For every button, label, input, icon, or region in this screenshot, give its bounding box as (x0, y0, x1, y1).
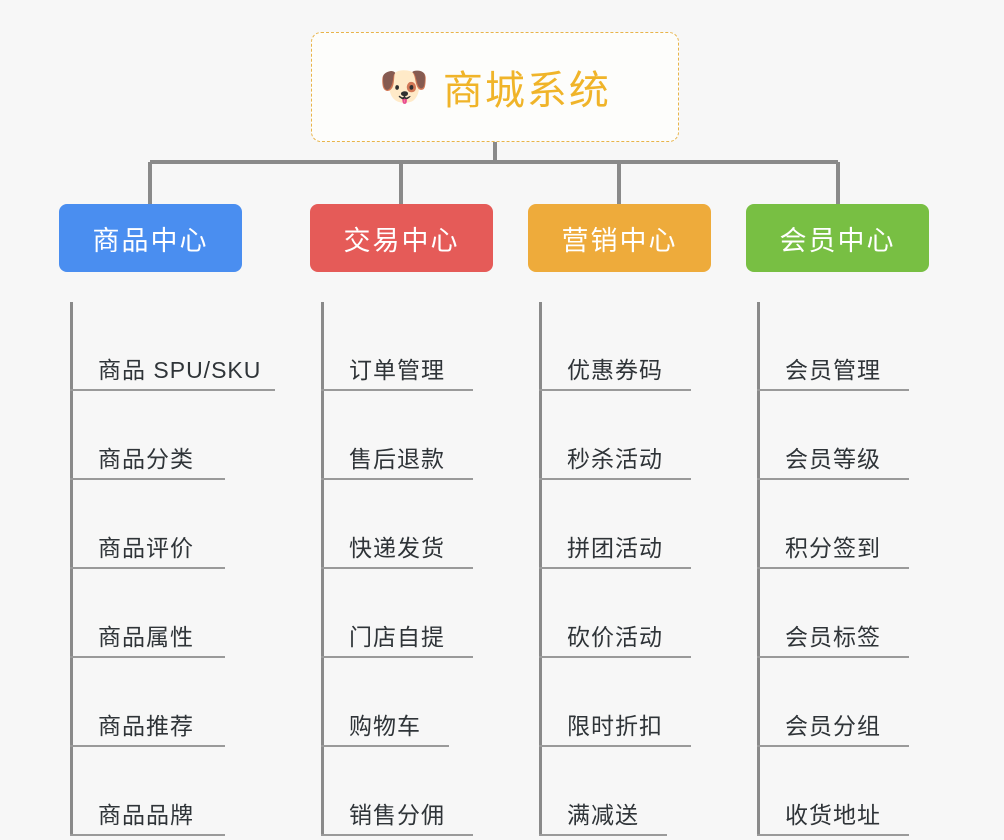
leaf-label: 会员分组 (785, 713, 881, 739)
leaf-underline (539, 389, 691, 391)
leaf-underline (539, 478, 691, 480)
branch-marketing-center: 营销中心 优惠券码 秒杀活动 拼团活动 砍价活动 限时折扣 (528, 204, 711, 836)
leaf-label: 限时折扣 (567, 713, 663, 739)
leaf-item[interactable]: 优惠券码 (528, 302, 711, 391)
leaf-item[interactable]: 限时折扣 (528, 658, 711, 747)
leaf-item[interactable]: 商品分类 (59, 391, 242, 480)
leaf-item[interactable]: 商品属性 (59, 569, 242, 658)
leaf-item[interactable]: 购物车 (310, 658, 493, 747)
branch-product-center: 商品中心 商品 SPU/SKU 商品分类 商品评价 商品属性 商品推荐 (59, 204, 275, 836)
leaf-label: 商品品牌 (98, 802, 194, 828)
leaf-underline (321, 389, 473, 391)
leaf-item[interactable]: 商品推荐 (59, 658, 242, 747)
leaf-label: 积分签到 (785, 535, 881, 561)
leaf-item[interactable]: 销售分佣 (310, 747, 493, 836)
leaf-label: 售后退款 (349, 446, 445, 472)
leaf-label: 商品属性 (98, 624, 194, 650)
branch-header-marketing-center[interactable]: 营销中心 (528, 204, 711, 272)
leaf-item[interactable]: 秒杀活动 (528, 391, 711, 480)
leaf-underline (70, 567, 225, 569)
leaf-item[interactable]: 会员管理 (746, 302, 929, 391)
leaf-label: 订单管理 (349, 357, 445, 383)
leaf-underline (539, 834, 667, 836)
leaf-underline (70, 478, 225, 480)
leaf-item[interactable]: 砍价活动 (528, 569, 711, 658)
leaf-underline (321, 478, 473, 480)
leaf-label: 快递发货 (349, 535, 445, 561)
leaf-underline (70, 656, 225, 658)
root-title: 商城系统 (442, 69, 611, 113)
branch-header-label: 交易中心 (343, 225, 460, 256)
leaf-list-marketing-center: 优惠券码 秒杀活动 拼团活动 砍价活动 限时折扣 满减送 (528, 302, 711, 836)
leaf-label: 商品评价 (98, 535, 194, 561)
leaf-item[interactable]: 满减送 (528, 747, 711, 836)
leaf-label: 秒杀活动 (567, 446, 663, 472)
leaf-label: 砍价活动 (567, 624, 663, 650)
leaf-label: 销售分佣 (349, 802, 445, 828)
leaf-label: 收货地址 (785, 802, 881, 828)
leaf-underline (757, 389, 909, 391)
leaf-label: 拼团活动 (567, 535, 663, 561)
leaf-underline (70, 745, 225, 747)
leaf-label: 会员等级 (785, 446, 881, 472)
branch-member-center: 会员中心 会员管理 会员等级 积分签到 会员标签 会员分组 (746, 204, 929, 836)
leaf-underline (757, 834, 909, 836)
leaf-label: 商品 SPU/SKU (98, 357, 262, 383)
leaf-label: 商品推荐 (98, 713, 194, 739)
leaf-underline (70, 834, 225, 836)
leaf-item[interactable]: 商品评价 (59, 480, 242, 569)
leaf-item[interactable]: 收货地址 (746, 747, 929, 836)
leaf-label: 会员标签 (785, 624, 881, 650)
dog-face-icon: 🐶 (379, 65, 429, 109)
leaf-item[interactable]: 售后退款 (310, 391, 493, 480)
leaf-list-product-center: 商品 SPU/SKU 商品分类 商品评价 商品属性 商品推荐 商品品牌 (59, 302, 275, 836)
branch-header-product-center[interactable]: 商品中心 (59, 204, 242, 272)
leaf-underline (539, 567, 691, 569)
leaf-item[interactable]: 快递发货 (310, 480, 493, 569)
leaf-underline (539, 656, 691, 658)
leaf-underline (757, 478, 909, 480)
leaf-item[interactable]: 商品 SPU/SKU (59, 302, 275, 391)
leaf-label: 购物车 (349, 713, 421, 739)
branch-header-label: 会员中心 (779, 225, 896, 256)
leaf-label: 门店自提 (349, 624, 445, 650)
root-node[interactable]: 🐶 商城系统 (311, 32, 679, 142)
leaf-list-trade-center: 订单管理 售后退款 快递发货 门店自提 购物车 销售分佣 (310, 302, 493, 836)
leaf-item[interactable]: 会员分组 (746, 658, 929, 747)
leaf-item[interactable]: 门店自提 (310, 569, 493, 658)
leaf-label: 优惠券码 (567, 357, 663, 383)
branch-header-trade-center[interactable]: 交易中心 (310, 204, 493, 272)
leaf-label: 满减送 (567, 802, 639, 828)
leaf-underline (321, 656, 473, 658)
branch-header-label: 商品中心 (92, 225, 209, 256)
leaf-underline (321, 745, 449, 747)
leaf-underline (539, 745, 691, 747)
leaf-item[interactable]: 订单管理 (310, 302, 493, 391)
leaf-item[interactable]: 会员标签 (746, 569, 929, 658)
branch-trade-center: 交易中心 订单管理 售后退款 快递发货 门店自提 购物车 (310, 204, 493, 836)
leaf-underline (757, 567, 909, 569)
leaf-item[interactable]: 拼团活动 (528, 480, 711, 569)
leaf-item[interactable]: 会员等级 (746, 391, 929, 480)
branch-header-label: 营销中心 (561, 225, 678, 256)
leaf-item[interactable]: 积分签到 (746, 480, 929, 569)
leaf-label: 商品分类 (98, 446, 194, 472)
leaf-list-member-center: 会员管理 会员等级 积分签到 会员标签 会员分组 收货地址 (746, 302, 929, 836)
branch-header-member-center[interactable]: 会员中心 (746, 204, 929, 272)
leaf-underline (70, 389, 275, 391)
leaf-item[interactable]: 商品品牌 (59, 747, 242, 836)
leaf-underline (321, 567, 473, 569)
leaf-underline (321, 834, 473, 836)
leaf-label: 会员管理 (785, 357, 881, 383)
leaf-underline (757, 656, 909, 658)
leaf-underline (757, 745, 909, 747)
